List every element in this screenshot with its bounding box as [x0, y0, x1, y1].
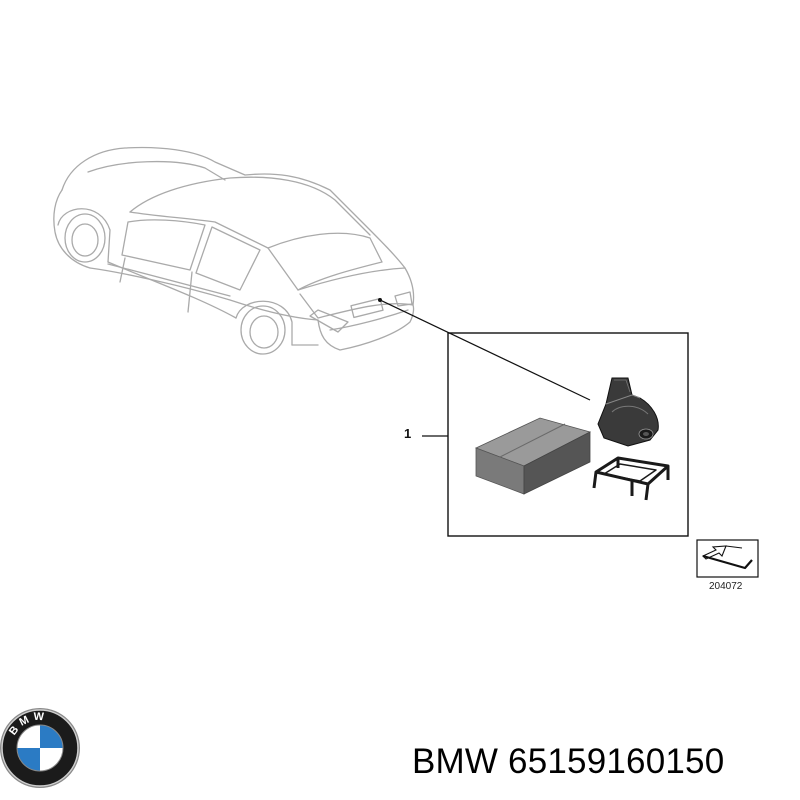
leader-line [379, 299, 591, 401]
parts-box [447, 332, 689, 537]
car-outline-drawing [53, 146, 415, 355]
carton-part [474, 417, 592, 495]
reference-symbol [696, 539, 759, 578]
bmw-logo: BMW [0, 708, 80, 788]
reference-code: 204072 [709, 581, 743, 592]
camera-part [597, 377, 659, 447]
bracket-part [592, 456, 670, 501]
callout-number: 1 [404, 426, 412, 441]
leader-dot [378, 298, 382, 302]
part-caption: BMW 65159160150 [412, 742, 725, 781]
